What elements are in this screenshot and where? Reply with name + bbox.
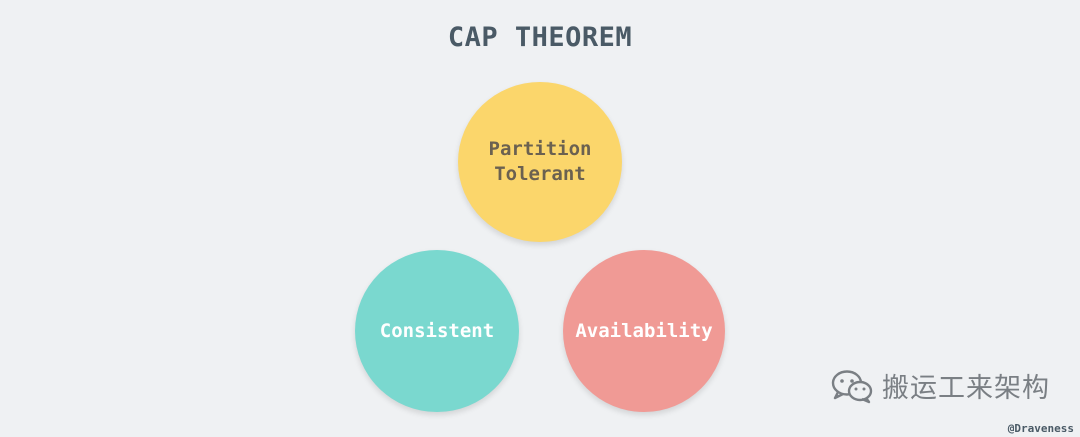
availability-circle: Availability [563, 250, 725, 412]
author-credit: @Draveness [1007, 422, 1074, 435]
diagram-title: CAP THEOREM [447, 22, 633, 53]
wechat-icon [831, 369, 873, 403]
consistent-circle: Consistent [355, 250, 519, 412]
consistent-label: Consistent [379, 319, 495, 342]
availability-label: Availability [575, 319, 713, 342]
watermark-text: 搬运工来架构 [882, 373, 1050, 404]
partition-label-line1: Partition [488, 138, 592, 160]
watermark: 搬运工来架构 [830, 366, 1050, 405]
partition-tolerant-label: Partition Tolerant [489, 137, 592, 187]
partition-label-line2: Tolerant [494, 163, 586, 185]
partition-tolerant-circle: Partition Tolerant [458, 82, 622, 242]
